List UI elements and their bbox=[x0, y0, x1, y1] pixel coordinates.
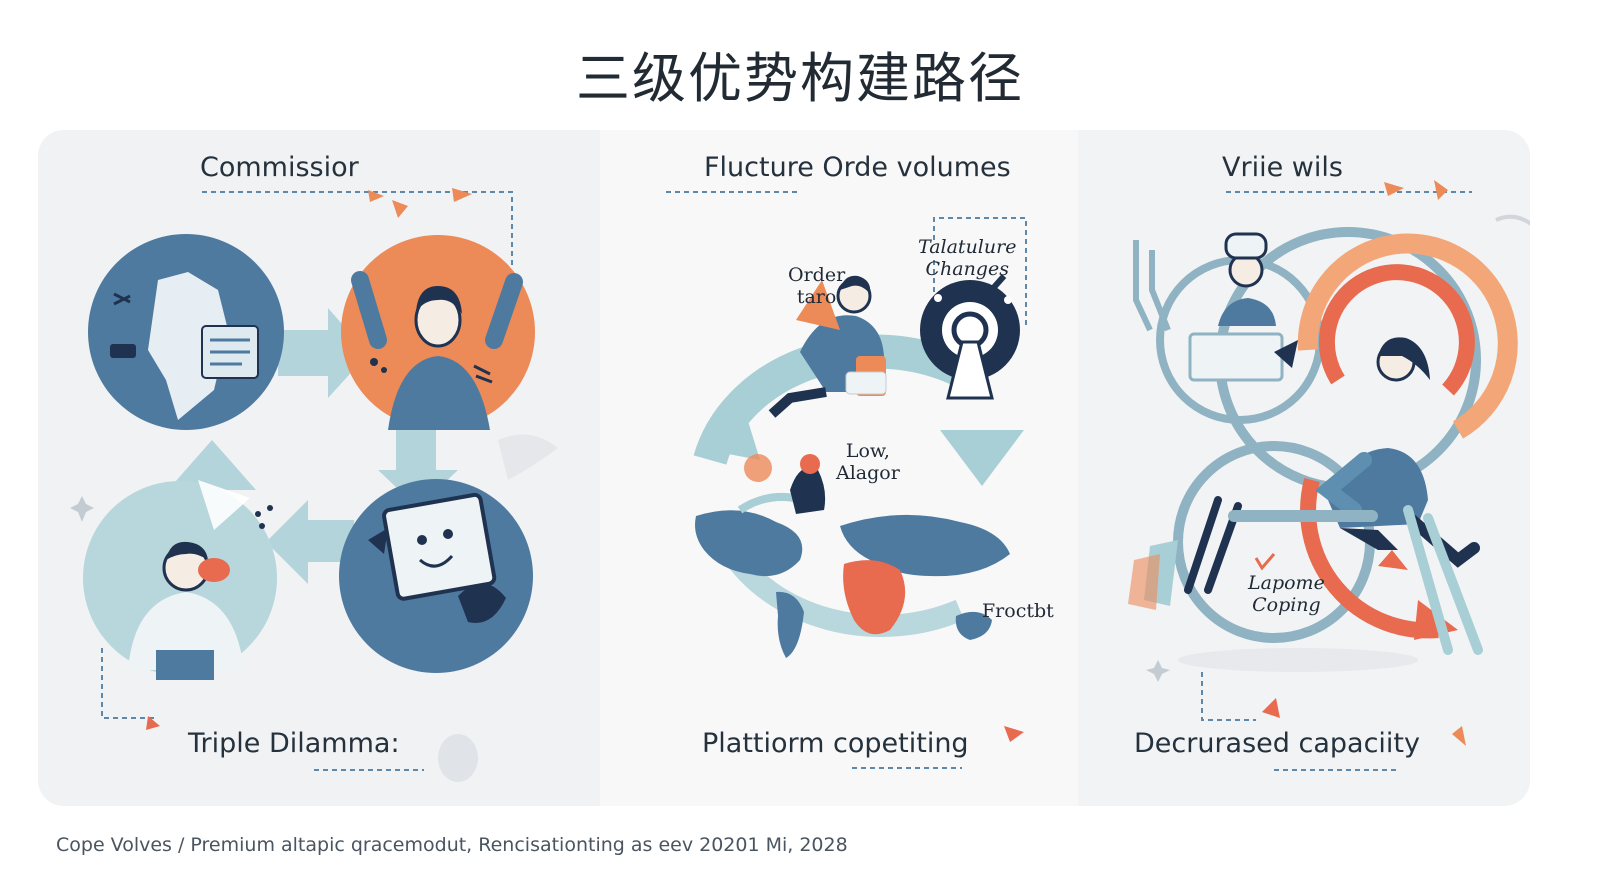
page-title: 三级优势构建路径 bbox=[576, 47, 1024, 110]
screen-icon bbox=[382, 492, 497, 601]
middle-bottom-label: Plattiorm copetiting bbox=[702, 728, 969, 759]
top-dashed-connector bbox=[202, 191, 513, 268]
order-label-line1: Order bbox=[788, 264, 846, 286]
order-label-line2: taro bbox=[796, 286, 837, 308]
orange-arrow-marker bbox=[1004, 726, 1024, 742]
orange-arrow-marker bbox=[368, 190, 384, 202]
sparkle-icon bbox=[70, 496, 94, 522]
woman-figure-icon bbox=[388, 356, 490, 430]
vr-headset-icon bbox=[1224, 232, 1268, 260]
orange-arrow-marker bbox=[452, 188, 472, 202]
changes-label-line1: Talatulure bbox=[918, 236, 1017, 258]
middle-panel-illustration bbox=[666, 191, 1027, 769]
horse-figure-icon bbox=[148, 272, 228, 420]
right-panel-illustration bbox=[1128, 180, 1530, 771]
left-panel-illustration bbox=[70, 188, 558, 782]
orange-arrow-marker bbox=[1384, 182, 1404, 196]
middle-top-label: Flucture Orde volumes bbox=[704, 152, 1011, 183]
low-label-line1: Low, bbox=[845, 440, 890, 462]
flow-arrow-head bbox=[940, 430, 1024, 486]
cycle-arrow-left bbox=[266, 500, 354, 584]
panel-decreased-capacity: Vriie wils Lapome Coping Decrurased capa… bbox=[1078, 130, 1530, 806]
changes-label: Talatulure Changes bbox=[918, 236, 1016, 280]
footer-caption: Cope Volves / Premium altapic qracemodut… bbox=[56, 834, 848, 856]
world-map-americas bbox=[695, 510, 803, 577]
low-label-line2: Alagor bbox=[836, 462, 900, 484]
low-label: Low, Alagor bbox=[836, 440, 900, 484]
coping-label: Lapome Coping bbox=[1248, 572, 1325, 616]
world-map-eurasia bbox=[840, 514, 1010, 577]
megaphone-icon bbox=[796, 280, 840, 330]
laptop-icon bbox=[1188, 332, 1284, 382]
order-label: Order taro bbox=[788, 264, 845, 308]
right-bottom-label: Decrurased capaciity bbox=[1134, 728, 1420, 759]
left-bottom-label: Triple Dilamma: bbox=[188, 728, 400, 759]
dashed-connector bbox=[933, 217, 1027, 326]
orange-arrow-marker bbox=[146, 716, 160, 730]
changes-label-line2: Changes bbox=[925, 258, 1009, 280]
orange-cycle-arrow bbox=[1297, 233, 1518, 439]
left-top-label: Commissior bbox=[200, 152, 359, 183]
orange-arrow-marker bbox=[392, 200, 408, 218]
right-top-label: Vriie wils bbox=[1222, 152, 1343, 183]
froctbt-label: Froctbt bbox=[982, 600, 1054, 622]
infographic-board: Commissior Triple Dilamma: bbox=[38, 130, 1530, 806]
dashed-connector bbox=[1201, 672, 1256, 721]
coping-label-line1: Lapome bbox=[1248, 572, 1325, 594]
panel-platform-competing: Flucture Orde volumes Order taro Talatul… bbox=[600, 130, 1078, 806]
world-map-africa bbox=[843, 560, 906, 635]
megaphone-icon bbox=[198, 558, 230, 582]
camera-icon bbox=[110, 344, 136, 358]
orange-arrow-marker bbox=[1434, 180, 1448, 200]
sparkle-icon bbox=[1146, 660, 1170, 682]
panel-triple-dilemma: Commissior Triple Dilamma: bbox=[38, 130, 600, 806]
coping-label-line2: Coping bbox=[1252, 594, 1321, 616]
